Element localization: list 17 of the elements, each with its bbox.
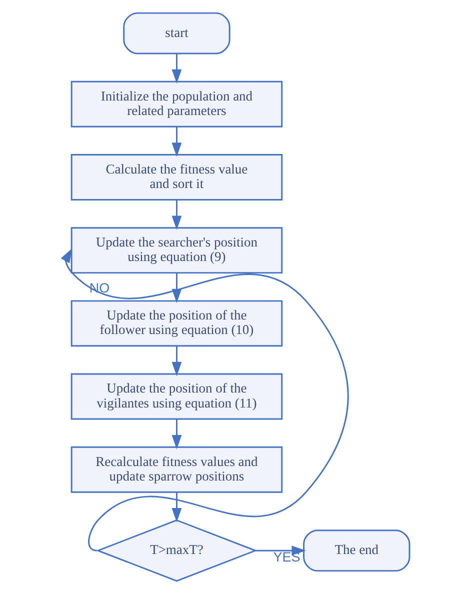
node-box: Recalculate fitness values and update sparrow positions xyxy=(70,446,282,493)
node-box: Initialize the population and related parameters xyxy=(70,80,282,128)
arrow xyxy=(171,54,182,84)
arrow xyxy=(60,248,348,552)
node-box: start xyxy=(122,12,230,54)
arrow xyxy=(171,419,182,450)
arrow xyxy=(171,492,182,522)
arrow xyxy=(171,346,182,376)
node-box: Update the searcher's position using equation (9) xyxy=(70,227,282,274)
node-box: Update the position of the vigilantes using equation (11) xyxy=(70,373,282,420)
arrow xyxy=(171,200,182,230)
node-box: Update the position of the follower using equation (10) xyxy=(70,300,282,347)
node-diamond: T>maxT? xyxy=(95,519,257,582)
node-box: Calculate the fitness value and sort it xyxy=(70,154,282,200)
arrow xyxy=(254,546,306,556)
arrow xyxy=(171,126,182,157)
node-box: The end xyxy=(302,530,410,572)
